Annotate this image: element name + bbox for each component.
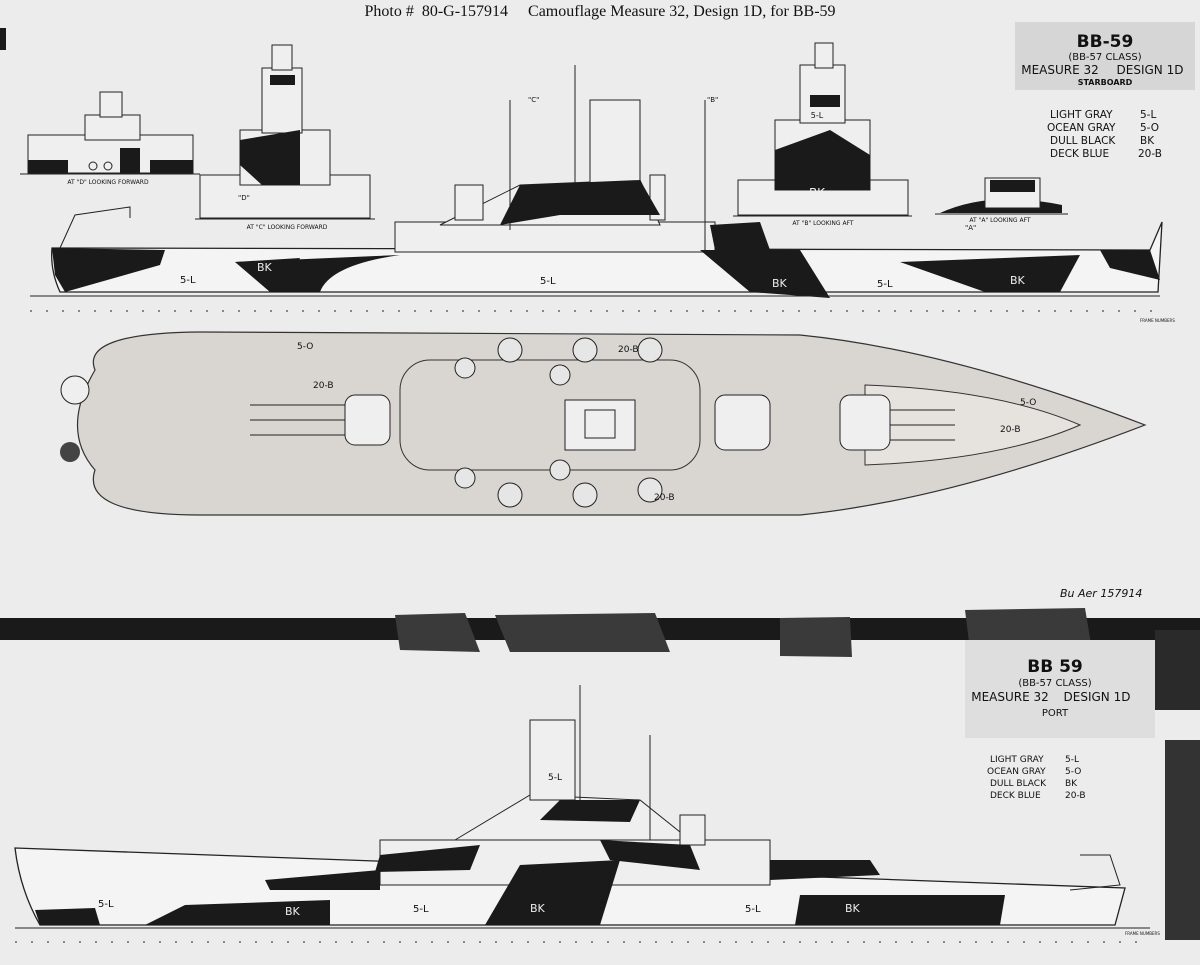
section-marker: "C" bbox=[528, 96, 539, 104]
legend-code: 20-B bbox=[1065, 791, 1086, 801]
hull-paint-label: 5-L bbox=[877, 279, 893, 290]
section-paint-label: BK bbox=[809, 186, 826, 200]
deck-paint-label: 20-B bbox=[1000, 425, 1021, 435]
deck-paint-label: 20-B bbox=[654, 493, 675, 503]
hull-paint-label: BK bbox=[530, 902, 546, 915]
section-marker: "A" bbox=[965, 224, 976, 232]
hull-paint-label: BK bbox=[772, 277, 788, 290]
ship-number: BB 59 bbox=[1027, 657, 1083, 677]
section-marker: "B" bbox=[707, 96, 718, 104]
side-label: PORT bbox=[1042, 708, 1069, 719]
legend-code: BK bbox=[1140, 135, 1155, 147]
section-view-d: AT "D" LOOKING FORWARD bbox=[20, 91, 200, 186]
deck-paint-label: 20-B bbox=[313, 381, 334, 391]
legend-code: 5-O bbox=[1140, 122, 1159, 134]
hull-paint-label: 5-L bbox=[745, 904, 761, 915]
section-caption: AT "D" LOOKING FORWARD bbox=[67, 179, 149, 186]
deck-paint-label: 20-B bbox=[618, 345, 639, 355]
side-label: STARBOARD bbox=[1078, 78, 1133, 87]
hull-paint-label: 5-L bbox=[98, 899, 114, 910]
ship-class: (BB-57 CLASS) bbox=[1018, 678, 1091, 689]
port-profile: 5-L BK 5-L BK 5-L BK 5-L FRAME NUMBERS bbox=[14, 685, 1160, 943]
starboard-title-box: BB-59 (BB-57 CLASS) MEASURE 32 DESIGN 1D… bbox=[1015, 22, 1195, 90]
superstructure-paint-label: 5-L bbox=[548, 773, 562, 783]
hull-paint-label: 5-L bbox=[540, 276, 556, 287]
legend-code: 5-L bbox=[1065, 755, 1079, 765]
section-caption: AT "A" LOOKING AFT bbox=[969, 217, 1031, 224]
deck-paint-label: 5-O bbox=[297, 342, 313, 352]
legend-name: DECK BLUE bbox=[1050, 148, 1109, 160]
measure-label: MEASURE 32 bbox=[971, 690, 1049, 704]
legend-name: DECK BLUE bbox=[990, 791, 1041, 801]
section-caption: AT "C" LOOKING FORWARD bbox=[247, 224, 328, 231]
bureau-stamp: Bu Aer 157914 bbox=[1060, 587, 1142, 600]
legend-code: 5-L bbox=[1140, 109, 1156, 121]
section-paint-label: 5-L bbox=[811, 111, 824, 120]
legend-code: 5-O bbox=[1065, 767, 1081, 777]
hull-paint-label: BK bbox=[285, 905, 301, 918]
section-view-a: AT "A" LOOKING AFT bbox=[935, 177, 1068, 224]
hull-paint-label: 5-L bbox=[180, 275, 196, 286]
scan-edge-mark bbox=[0, 28, 6, 50]
deck-paint-label: 5-O bbox=[1020, 398, 1036, 408]
design-label: DESIGN 1D bbox=[1064, 690, 1131, 704]
hull-paint-label: BK bbox=[257, 261, 273, 274]
legend-name: OCEAN GRAY bbox=[987, 767, 1046, 777]
ship-class: (BB-57 CLASS) bbox=[1068, 52, 1141, 63]
section-view-c: AT "C" LOOKING FORWARD bbox=[195, 44, 375, 231]
section-caption: AT "B" LOOKING AFT bbox=[792, 220, 854, 227]
measure-label: MEASURE 32 bbox=[1021, 63, 1099, 77]
section-view-b: BK 5-L AT "B" LOOKING AFT bbox=[733, 42, 912, 227]
starboard-profile: 5-L BK 5-L BK 5-L BK "D" "C" "B" "A" FRA… bbox=[30, 65, 1175, 323]
legend-name: OCEAN GRAY bbox=[1047, 122, 1116, 134]
deck-plan-view: 5-O 20-B 20-B 20-B 5-O 20-B Bu Aer 15791… bbox=[60, 331, 1147, 600]
legend-code: BK bbox=[1065, 779, 1078, 789]
frame-numbers-label: FRAME NUMBERS bbox=[1140, 318, 1175, 323]
legend-name: LIGHT GRAY bbox=[1050, 109, 1113, 121]
photo-separator-band bbox=[0, 608, 1200, 940]
design-label: DESIGN 1D bbox=[1117, 63, 1184, 77]
port-color-legend: LIGHT GRAY 5-L OCEAN GRAY 5-O DULL BLACK BK… bbox=[987, 755, 1086, 801]
legend-code: 20-B bbox=[1138, 148, 1162, 160]
legend-name: DULL BLACK bbox=[990, 779, 1047, 789]
legend-name: LIGHT GRAY bbox=[990, 755, 1044, 765]
hull-paint-label: BK bbox=[845, 902, 861, 915]
hull-paint-label: BK bbox=[1010, 274, 1026, 287]
hull-paint-label: 5-L bbox=[413, 904, 429, 915]
photo-caption: Photo # 80-G-157914 Camouflage Measure 3… bbox=[364, 3, 836, 20]
section-marker: "D" bbox=[238, 194, 250, 202]
port-title-box: BB 59 (BB-57 CLASS) MEASURE 32 DESIGN 1D… bbox=[965, 640, 1155, 738]
frame-numbers-label: FRAME NUMBERS bbox=[1125, 931, 1160, 936]
starboard-color-legend: LIGHT GRAY 5-L OCEAN GRAY 5-O DULL BLACK BK… bbox=[1047, 109, 1162, 160]
ship-number: BB-59 bbox=[1077, 32, 1134, 52]
legend-name: DULL BLACK bbox=[1050, 135, 1116, 147]
